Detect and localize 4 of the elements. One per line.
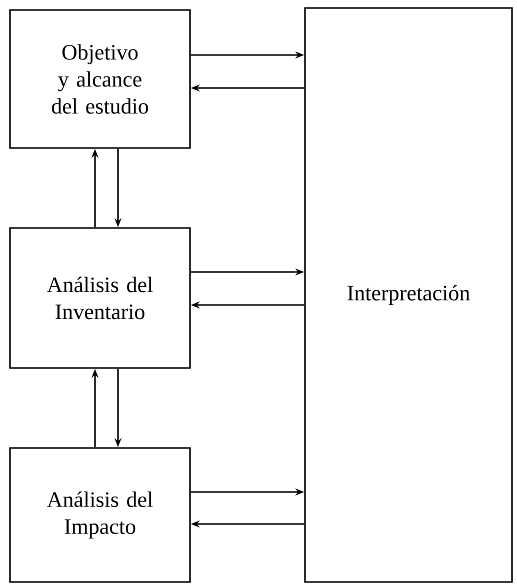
process-box: Objetivo y alcance del estudio [9, 9, 191, 149]
process-box: Interpretación [304, 7, 513, 583]
process-box: Análisis del Inventario [9, 227, 191, 369]
process-box: Análisis del Impacto [9, 447, 191, 583]
